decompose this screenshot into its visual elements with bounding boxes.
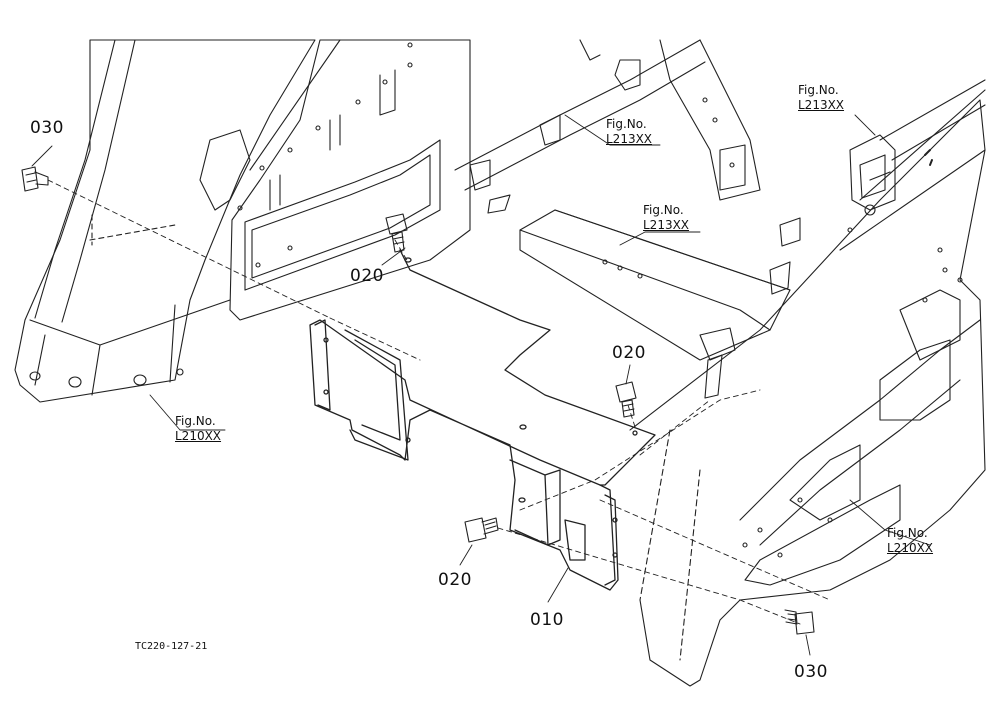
callout-010: 010	[530, 610, 564, 630]
callout-020-lower: 020	[438, 570, 472, 590]
drawing-code: TC220-127-21	[135, 641, 208, 652]
fig-ref-l213xx-middle: Fig.No. L213XX	[643, 203, 690, 232]
left-side-panel	[229, 39, 471, 321]
callout-020-upper: 020	[350, 266, 384, 286]
bolt-020-right	[615, 381, 637, 418]
upper-frame	[454, 39, 791, 361]
bolt-020-upper	[385, 213, 408, 253]
callout-030-left: 030	[30, 118, 64, 138]
bolt-030-right	[784, 609, 815, 635]
leader-lines	[31, 114, 931, 656]
callout-030-right: 030	[794, 662, 828, 682]
right-side-frame	[629, 89, 986, 687]
bolt-020-lower	[464, 517, 499, 543]
fig-ref-l210xx-right: Fig.No. L210XX	[887, 526, 934, 555]
assembly-lines	[47, 179, 831, 625]
fig-ref-l210xx-left: Fig.No. L210XX	[175, 414, 222, 443]
frame-brackets	[469, 114, 801, 399]
callout-020-right: 020	[612, 343, 646, 363]
bolt-030-left	[21, 166, 49, 192]
main-bracket-010	[309, 249, 656, 591]
fig-ref-l213xx-right: Fig.No. L213XX	[798, 83, 845, 112]
fig-ref-l213xx-top: Fig.No. L213XX	[606, 117, 653, 146]
right-upper-bracket	[849, 79, 986, 211]
left-fender-panel	[14, 39, 316, 403]
